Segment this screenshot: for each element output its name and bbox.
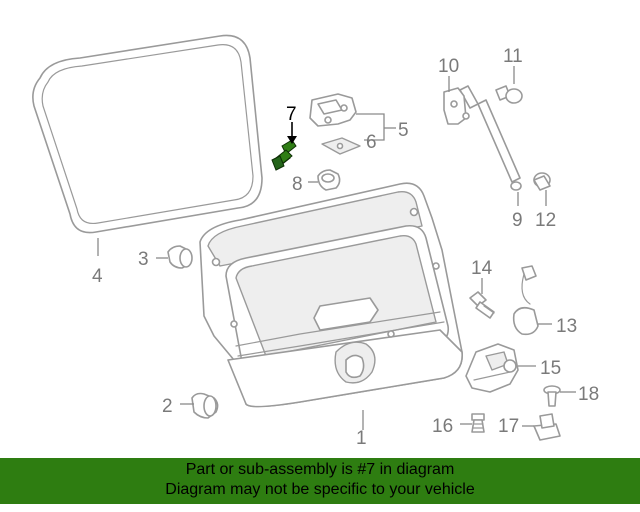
part-3-bump-stop[interactable] <box>167 245 193 269</box>
part-10-bracket[interactable] <box>443 87 470 125</box>
callout-6: 6 <box>366 132 377 153</box>
part-12-ball-stud[interactable] <box>533 172 551 191</box>
callout-5: 5 <box>398 120 409 141</box>
part-7-bolt[interactable] <box>271 139 297 171</box>
callout-10: 10 <box>438 56 459 77</box>
callout-15: 15 <box>540 358 561 379</box>
part-11-ball-stud[interactable] <box>495 85 523 104</box>
callout-2: 2 <box>162 396 173 417</box>
part-4-weatherstrip[interactable] <box>32 34 263 234</box>
part-1-liftgate[interactable] <box>199 182 463 408</box>
callout-13: 13 <box>556 316 577 337</box>
callout-7: 7 <box>286 104 297 125</box>
part-15-latch[interactable] <box>465 343 519 393</box>
part-8-clip[interactable] <box>317 169 341 191</box>
parts-diagram: 1 2 3 4 5 6 7 8 9 10 11 12 13 14 15 16 1… <box>32 34 599 449</box>
callout-14: 14 <box>471 258 493 279</box>
part-2-bump-stop[interactable] <box>191 392 219 419</box>
callout-16: 16 <box>432 416 453 437</box>
callout-18: 18 <box>578 384 599 405</box>
part-5-hinge[interactable] <box>309 93 357 127</box>
callout-8: 8 <box>292 174 303 195</box>
notice-banner: Part or sub-assembly is #7 in diagram Di… <box>0 458 640 504</box>
part-9-gas-strut[interactable] <box>459 85 522 191</box>
callout-3: 3 <box>138 249 149 270</box>
callout-1: 1 <box>356 428 367 449</box>
leader-lines <box>97 66 576 430</box>
part-18-screw[interactable] <box>543 385 561 407</box>
callout-labels: 1 2 3 4 5 6 7 8 9 10 11 12 13 14 15 16 1… <box>92 46 599 449</box>
banner-line-2: Diagram may not be specific to your vehi… <box>165 481 475 498</box>
part-17-striker[interactable] <box>533 413 561 441</box>
part-13-cable[interactable] <box>512 265 539 336</box>
part-14-bolt[interactable] <box>469 291 495 319</box>
callout-12: 12 <box>535 210 556 231</box>
callout-4: 4 <box>92 266 103 287</box>
callout-9: 9 <box>512 210 523 231</box>
banner-line-1: Part or sub-assembly is #7 in diagram <box>185 461 455 478</box>
callout-17: 17 <box>498 416 519 437</box>
callout-11: 11 <box>503 46 523 67</box>
part-6-hinge-plate[interactable] <box>321 137 361 155</box>
part-16-bolt[interactable] <box>471 413 485 433</box>
